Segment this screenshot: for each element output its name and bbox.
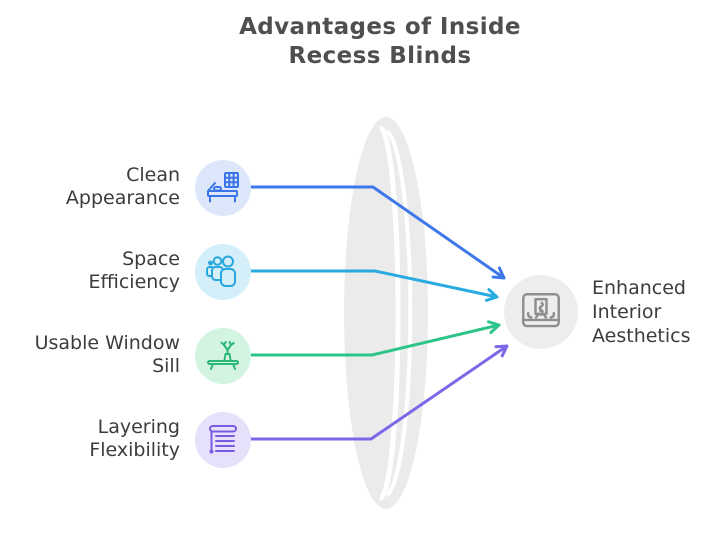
item-label-line: Appearance <box>65 187 180 209</box>
item-label-layering-flexibility: Layering Flexibility <box>0 416 180 462</box>
item-label-usable-window-sill: Usable Window Sill <box>0 332 180 378</box>
item-label-space-efficiency: Space Efficiency <box>0 248 180 294</box>
page-title-line-1: Advantages of Inside <box>239 14 521 40</box>
interior-room-icon <box>522 293 560 328</box>
result-label-enhanced-interior-aesthetics: Enhanced Interior Aesthetics <box>592 276 722 348</box>
page-title: Advantages of Inside Recess Blinds <box>130 13 630 71</box>
item-label-line: Flexibility <box>89 439 180 461</box>
plant-on-windowsill-icon <box>207 341 239 370</box>
item-label-clean-appearance: Clean Appearance <box>0 164 180 210</box>
item-circle-layering-flexibility <box>195 412 251 468</box>
item-circle-space-efficiency <box>195 244 251 300</box>
result-label-line: Enhanced <box>592 277 686 299</box>
result-circle-enhanced-interior-aesthetics <box>504 275 578 349</box>
connector-arrow-clean-appearance <box>249 185 506 280</box>
item-label-line: Clean <box>126 164 180 186</box>
ellipse-highlight-stripe-2 <box>385 129 413 497</box>
connector-arrow-usable-window-sill <box>249 320 501 357</box>
ellipse-highlight-stripe <box>379 125 401 501</box>
item-circle-usable-window-sill <box>195 328 251 384</box>
item-label-line: Sill <box>152 355 180 377</box>
item-label-line: Usable Window <box>34 332 180 354</box>
center-ellipse-shape <box>344 117 428 509</box>
item-label-line: Efficiency <box>88 271 180 293</box>
item-label-line: Space <box>122 248 180 270</box>
people-group-icon <box>206 255 236 287</box>
result-label-line: Interior <box>592 301 662 323</box>
page-title-line-2: Recess Blinds <box>288 43 472 69</box>
item-circle-clean-appearance <box>195 160 251 216</box>
bed-building-icon <box>207 172 239 203</box>
connector-arrow-layering-flexibility <box>249 344 509 441</box>
item-label-line: Layering <box>97 416 180 438</box>
connector-arrow-space-efficiency <box>249 269 499 302</box>
result-label-line: Aesthetics <box>592 325 691 347</box>
roller-blind-icon <box>209 425 237 454</box>
